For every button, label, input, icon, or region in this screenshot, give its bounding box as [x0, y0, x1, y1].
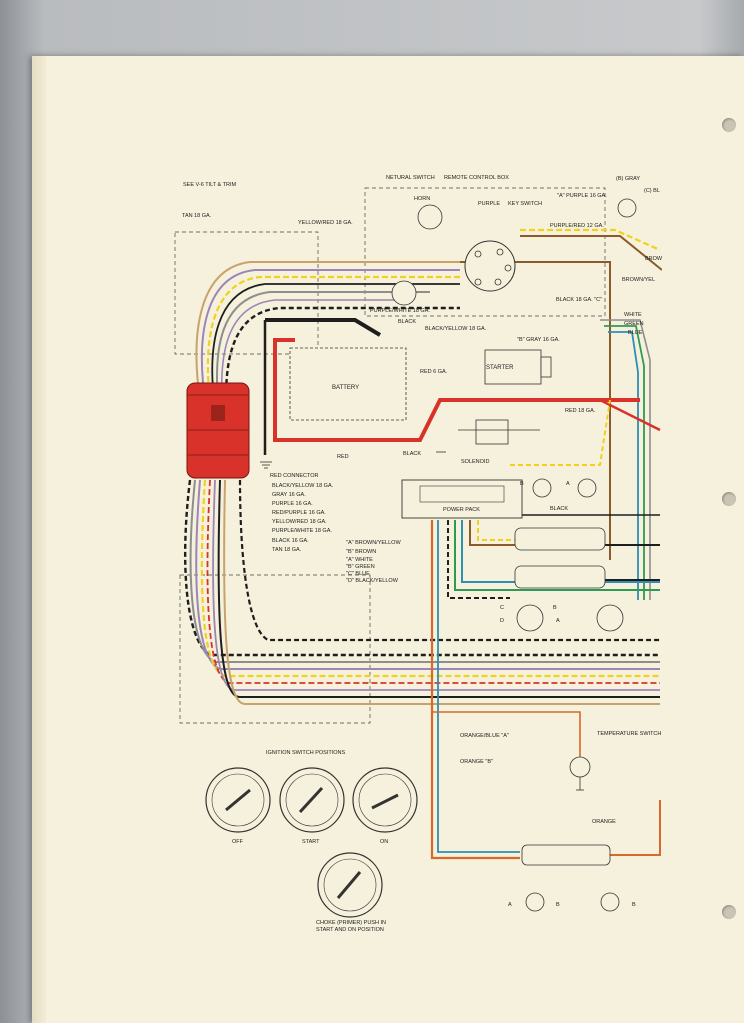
lead-label: "A" BROWN/YELLOW	[346, 540, 401, 546]
power-pack-leads: "A" BROWN/YELLOW "B" BROWN "A" WHITE "B"…	[346, 540, 401, 584]
label-black: BLACK	[398, 319, 416, 325]
legend-item: BLACK/YELLOW 18 GA.	[272, 483, 334, 489]
label-key-switch: KEY SWITCH	[508, 201, 542, 207]
label-blue: BLUE	[628, 330, 643, 336]
lead-label: "B" BROWN	[346, 549, 376, 555]
label-black-yellow-18: BLACK/YELLOW 18 GA.	[425, 326, 487, 332]
label-orange-blue-a: ORANGE/BLUE "A"	[460, 733, 509, 739]
pin-letter: A	[556, 618, 560, 624]
pin-letter: B	[520, 481, 524, 487]
horn-icon	[417, 204, 443, 230]
label-b-gray: (B) GRAY	[616, 176, 640, 182]
coil-sockets	[516, 198, 637, 912]
label-black-solenoid: BLACK	[403, 451, 421, 457]
label-starter: STARTER	[486, 365, 514, 371]
connector-legend: RED CONNECTOR BLACK/YELLOW 18 GA. GRAY 1…	[270, 473, 334, 553]
label-green: GREEN	[624, 321, 644, 327]
pin-letter: A	[508, 902, 512, 908]
label-black-18-c: BLACK 18 GA. "C"	[556, 297, 602, 303]
legend-item: PURPLE 16 GA.	[272, 501, 313, 507]
legend-item: YELLOW/RED 18 GA.	[272, 519, 327, 525]
lead-label: "A" WHITE	[346, 557, 373, 563]
pin-letter: B	[632, 902, 636, 908]
binder-hole	[722, 118, 736, 132]
label-purple-white-18: PURPLE/WHITE 18 GA.	[370, 308, 430, 314]
solenoid-box	[458, 419, 540, 445]
label-white: WHITE	[624, 312, 642, 318]
page-binding-edge	[32, 56, 46, 1023]
label-orange: ORANGE	[592, 819, 616, 825]
label-c-bl: (C) BL	[644, 188, 660, 194]
label-power-pack: POWER PACK	[443, 507, 480, 513]
legend-item: GRAY 16 GA.	[272, 492, 306, 498]
lead-label: "B" GREEN	[346, 564, 375, 570]
label-remote-control-box: REMOTE CONTROL BOX	[444, 175, 509, 181]
pin-letters: B A C D B A A B B	[500, 481, 636, 908]
label-black-packs: BLACK	[550, 506, 568, 512]
power-pack-box	[401, 479, 523, 519]
label-red: RED	[337, 454, 349, 460]
label-purple-red-12: PURPLE/RED 12 GA.	[550, 223, 604, 229]
label-battery: BATTERY	[332, 385, 359, 391]
battery-box	[289, 347, 407, 421]
label-brown: BROW	[645, 256, 663, 262]
temperature-switch-icon	[569, 756, 591, 790]
label-temperature: TEMPERATURE SWITCH	[597, 731, 661, 737]
label-tan-18: TAN 18 GA.	[182, 213, 212, 219]
ignition-dial-on	[352, 767, 418, 833]
remote-control-box	[364, 187, 606, 317]
wire-harness	[174, 187, 662, 860]
label-red-6: RED 6 GA.	[420, 369, 448, 375]
label-on: ON	[380, 839, 388, 845]
starter-box	[484, 349, 552, 385]
binder-hole	[722, 905, 736, 919]
label-horn: HORN	[414, 196, 430, 202]
ignition-dial-off	[205, 767, 271, 833]
pin-letter: B	[556, 902, 560, 908]
ignition-dial-choke	[317, 852, 383, 918]
label-yellow-red-18: YELLOW/RED 18 GA.	[298, 220, 353, 226]
ground-icon	[260, 451, 584, 791]
neutral-switch-icon	[391, 280, 417, 306]
ignition-dial-start	[279, 767, 345, 833]
label-orange-b: ORANGE "B"	[460, 759, 493, 765]
label-neutral-switch: NETURAL SWITCH	[386, 175, 435, 181]
key-switch-icon	[464, 240, 516, 292]
legend-item: TAN 18 GA.	[272, 547, 302, 553]
legend-item: BLACK 16 GA.	[272, 538, 309, 544]
legend-item: RED/PURPLE 16 GA.	[272, 510, 326, 516]
legend-item: RED CONNECTOR	[270, 473, 319, 479]
lead-label: "C" BLUE	[346, 571, 370, 577]
label-brown-yellow: BROWN/YEL	[622, 277, 655, 283]
pin-letter: B	[553, 605, 557, 611]
label-a-purple-16: "A" PURPLE 16 GA.	[557, 193, 607, 199]
label-ignition-title: IGNITION SWITCH POSITIONS	[266, 750, 345, 756]
pin-letter: A	[566, 481, 570, 487]
label-start: START	[302, 839, 320, 845]
label-tilt-trim: SEE V-6 TILT & TRIM	[183, 182, 237, 188]
label-red-18: RED 18 GA.	[565, 408, 596, 414]
pin-letter: D	[500, 618, 504, 624]
lead-label: "D" BLACK/YELLOW	[346, 578, 399, 584]
red-connector	[186, 382, 250, 479]
binder-hole	[722, 492, 736, 506]
label-b-gray-16: "B" GRAY 16 GA.	[517, 337, 560, 343]
coil-connectors	[514, 527, 611, 866]
label-off: OFF	[232, 839, 244, 845]
label-choke-note: CHOKE (PRIMER) PUSH IN START AND ON POSI…	[316, 920, 386, 933]
label-purple: PURPLE	[478, 201, 500, 207]
pin-letter: C	[500, 605, 504, 611]
legend-item: PURPLE/WHITE 18 GA.	[272, 528, 332, 534]
engine-harness-box	[179, 574, 371, 724]
label-solenoid: SOLENOID	[461, 459, 489, 465]
